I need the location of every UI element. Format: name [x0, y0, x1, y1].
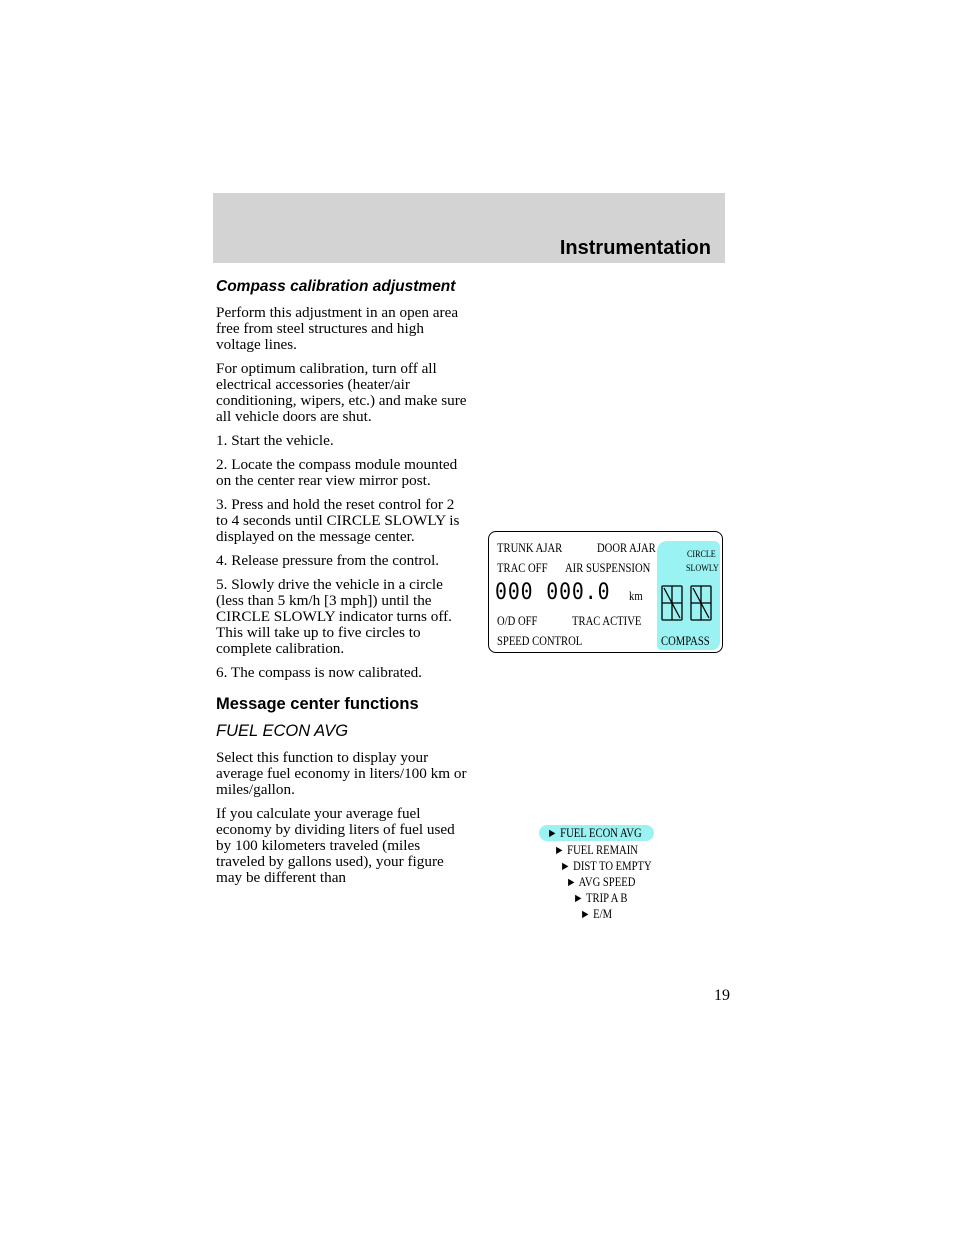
left-column: Compass calibration adjustment Perform t… [216, 278, 468, 894]
step-2: 2. Locate the compass module mounted on … [216, 456, 458, 489]
compass-label: COMPASS [661, 634, 710, 648]
header-band: Instrumentation [213, 193, 725, 263]
function-item-fuel-econ-avg: ► FUEL ECON AVG [547, 826, 642, 841]
paragraph: Select this function to display your ave… [216, 749, 467, 798]
compass-segment-display [661, 585, 712, 621]
function-label: E/M [593, 907, 613, 921]
fuel-econ-subheading: FUEL ECON AVG [216, 722, 349, 740]
function-label: TRIP A B [585, 891, 628, 905]
air-suspension-indicator: AIR SUSPENSION [565, 561, 651, 575]
function-label: FUEL REMAIN [567, 843, 638, 857]
function-label: DIST TO EMPTY [573, 859, 652, 873]
page-number: 19 [714, 987, 730, 1004]
function-label: FUEL ECON AVG [560, 826, 642, 840]
page-section-title: Instrumentation [559, 237, 711, 259]
step-5: 5. Slowly drive the vehicle in a circle … [216, 576, 452, 657]
triangle-right-icon: ► [560, 859, 571, 873]
selected-function-highlight [539, 825, 654, 841]
od-off-indicator: O/D OFF [497, 614, 538, 628]
compass-heading: Compass calibration adjustment [216, 278, 456, 295]
paragraph: If you calculate your average fuel econo… [216, 805, 455, 886]
triangle-right-icon: ► [554, 843, 565, 857]
function-item-trip-a-b: ► TRIP A B [573, 891, 628, 906]
function-item-dist-to-empty: ► DIST TO EMPTY [560, 859, 652, 874]
step-4: 4. Release pressure from the control. [216, 552, 440, 569]
odometer-unit: km [629, 589, 643, 603]
triangle-right-icon: ► [580, 907, 591, 921]
triangle-right-icon: ► [566, 875, 577, 889]
step-1: 1. Start the vehicle. [216, 432, 334, 449]
step-3: 3. Press and hold the reset control for … [216, 496, 460, 545]
function-label: AVG SPEED [578, 875, 636, 889]
function-item-avg-speed: ► AVG SPEED [566, 875, 635, 890]
circle-indicator: CIRCLE [687, 550, 716, 560]
odometer-digits: 000 000.0 [495, 580, 611, 605]
paragraph: Perform this adjustment in an open area … [216, 304, 459, 353]
triangle-right-icon: ► [547, 826, 558, 840]
function-item-e-m: ► E/M [580, 907, 612, 922]
paragraph: For optimum calibration, turn off all el… [216, 360, 467, 425]
triangle-right-icon: ► [573, 891, 584, 905]
trac-active-indicator: TRAC ACTIVE [572, 614, 642, 628]
trac-off-indicator: TRAC OFF [497, 561, 548, 575]
message-center-heading: Message center functions [216, 695, 419, 713]
door-ajar-indicator: DOOR AJAR [597, 541, 656, 555]
function-item-fuel-remain: ► FUEL REMAIN [554, 843, 638, 858]
step-6: 6. The compass is now calibrated. [216, 664, 422, 681]
trunk-ajar-indicator: TRUNK AJAR [497, 541, 563, 555]
slowly-indicator: SLOWLY [686, 564, 719, 574]
speed-control-indicator: SPEED CONTROL [497, 634, 583, 648]
